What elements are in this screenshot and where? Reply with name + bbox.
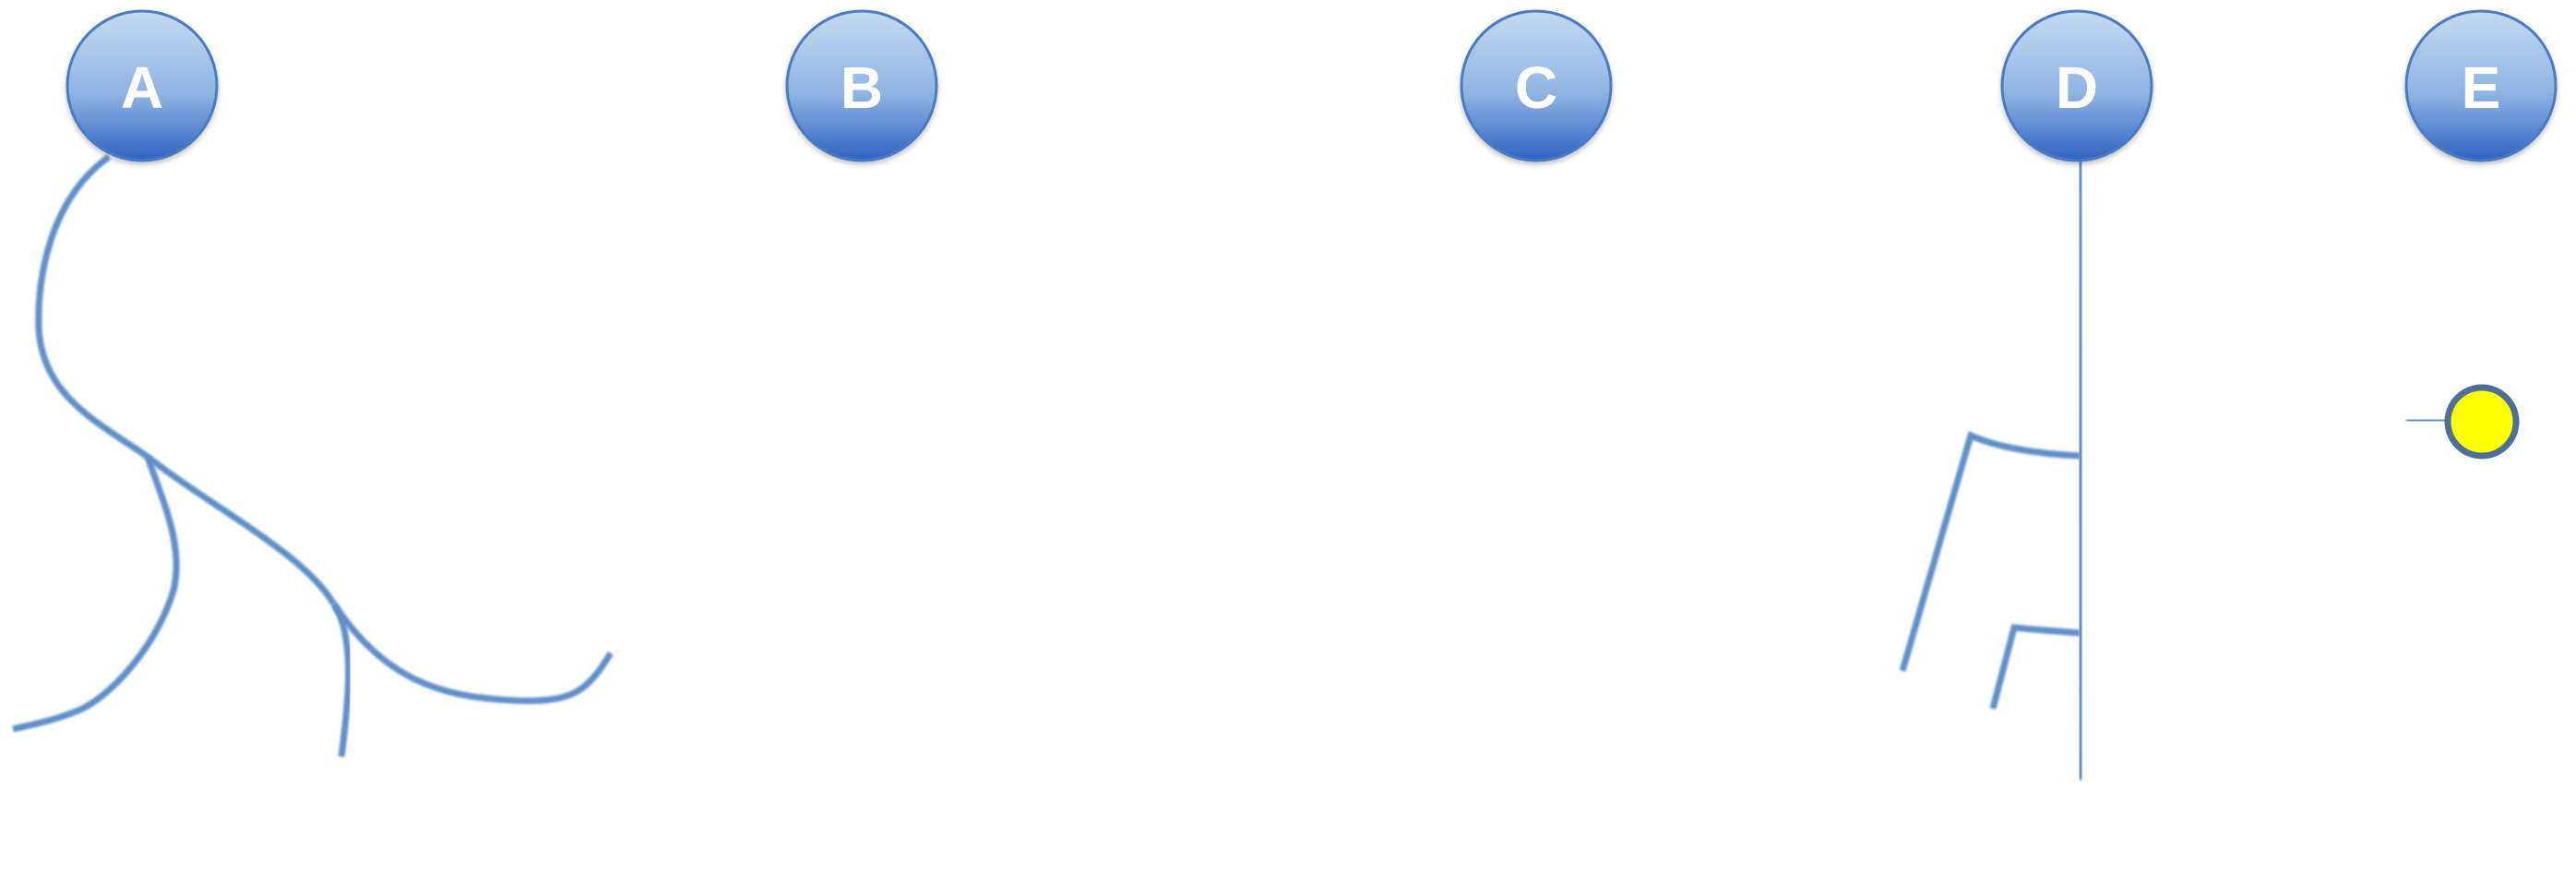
node-d-label: D bbox=[2056, 54, 2098, 121]
tree-c bbox=[1302, 159, 1537, 851]
tree-a-trunk bbox=[35, 154, 338, 606]
tree-e-left-arm bbox=[2405, 416, 2448, 424]
node-e: E bbox=[2404, 9, 2558, 162]
yellow-circle-marker-icon bbox=[2444, 384, 2520, 460]
node-b: B bbox=[785, 9, 938, 162]
node-c: C bbox=[1460, 9, 1613, 162]
tree-d-upper-branch bbox=[1899, 431, 2081, 672]
node-c-label: C bbox=[1515, 54, 1557, 121]
tree-d bbox=[1899, 158, 2085, 781]
tree-e bbox=[2405, 159, 2562, 520]
tree-d-lower-branch bbox=[1989, 624, 2081, 710]
tree-a-right-branch bbox=[331, 603, 614, 704]
tree-b bbox=[669, 159, 1082, 851]
node-b-label: B bbox=[841, 54, 883, 121]
node-a-label: A bbox=[121, 54, 163, 121]
tree-a bbox=[12, 154, 614, 758]
tree-a-middle-branch bbox=[331, 603, 352, 758]
tree-d-stem bbox=[2076, 158, 2085, 781]
tree-a-left-branch bbox=[12, 455, 180, 733]
node-a: A bbox=[66, 9, 219, 162]
node-d: D bbox=[2000, 9, 2153, 162]
node-e-label: E bbox=[2462, 54, 2501, 121]
